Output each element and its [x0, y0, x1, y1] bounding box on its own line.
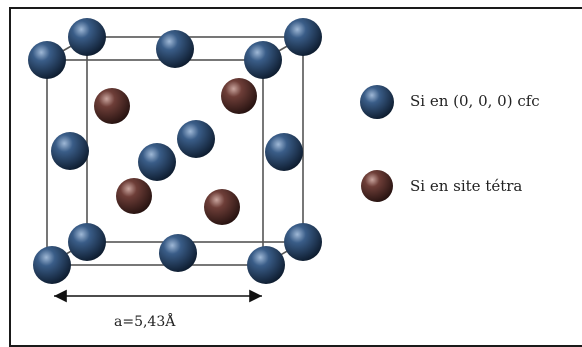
- cfc-atom: [284, 18, 322, 56]
- cfc-atom: [68, 223, 106, 261]
- cfc-atom: [51, 132, 89, 170]
- tetra-atom: [221, 78, 257, 114]
- cfc-atom: [284, 223, 322, 261]
- legend-tetra-swatch: [361, 170, 393, 202]
- cfc-atom: [159, 234, 197, 272]
- cfc-atoms: [28, 18, 322, 284]
- cube-back-face: [86, 36, 304, 243]
- lattice-parameter-label: a=5,43Å: [114, 314, 176, 330]
- cfc-atom: [68, 18, 106, 56]
- tetra-atom: [94, 88, 130, 124]
- cfc-atom: [138, 143, 176, 181]
- legend-cfc-swatch: [360, 85, 394, 119]
- cfc-atom: [33, 246, 71, 284]
- cfc-atom: [244, 41, 282, 79]
- legend-tetra-label: Si en site tétra: [410, 177, 523, 195]
- unit-cell-figure: Si en (0, 0, 0) cfc Si en site tétra a=5…: [9, 7, 582, 347]
- legend-cfc-label: Si en (0, 0, 0) cfc: [410, 92, 540, 110]
- tetra-atom: [116, 178, 152, 214]
- tetra-atom: [204, 189, 240, 225]
- cube-front-face: [46, 59, 264, 266]
- silicon-crystal-diagram: [28, 18, 394, 303]
- tetra-atoms: [94, 78, 257, 225]
- cfc-atom: [177, 120, 215, 158]
- cfc-atom: [247, 246, 285, 284]
- cfc-atom: [28, 41, 66, 79]
- cfc-atom: [265, 133, 303, 171]
- cfc-atom: [156, 30, 194, 68]
